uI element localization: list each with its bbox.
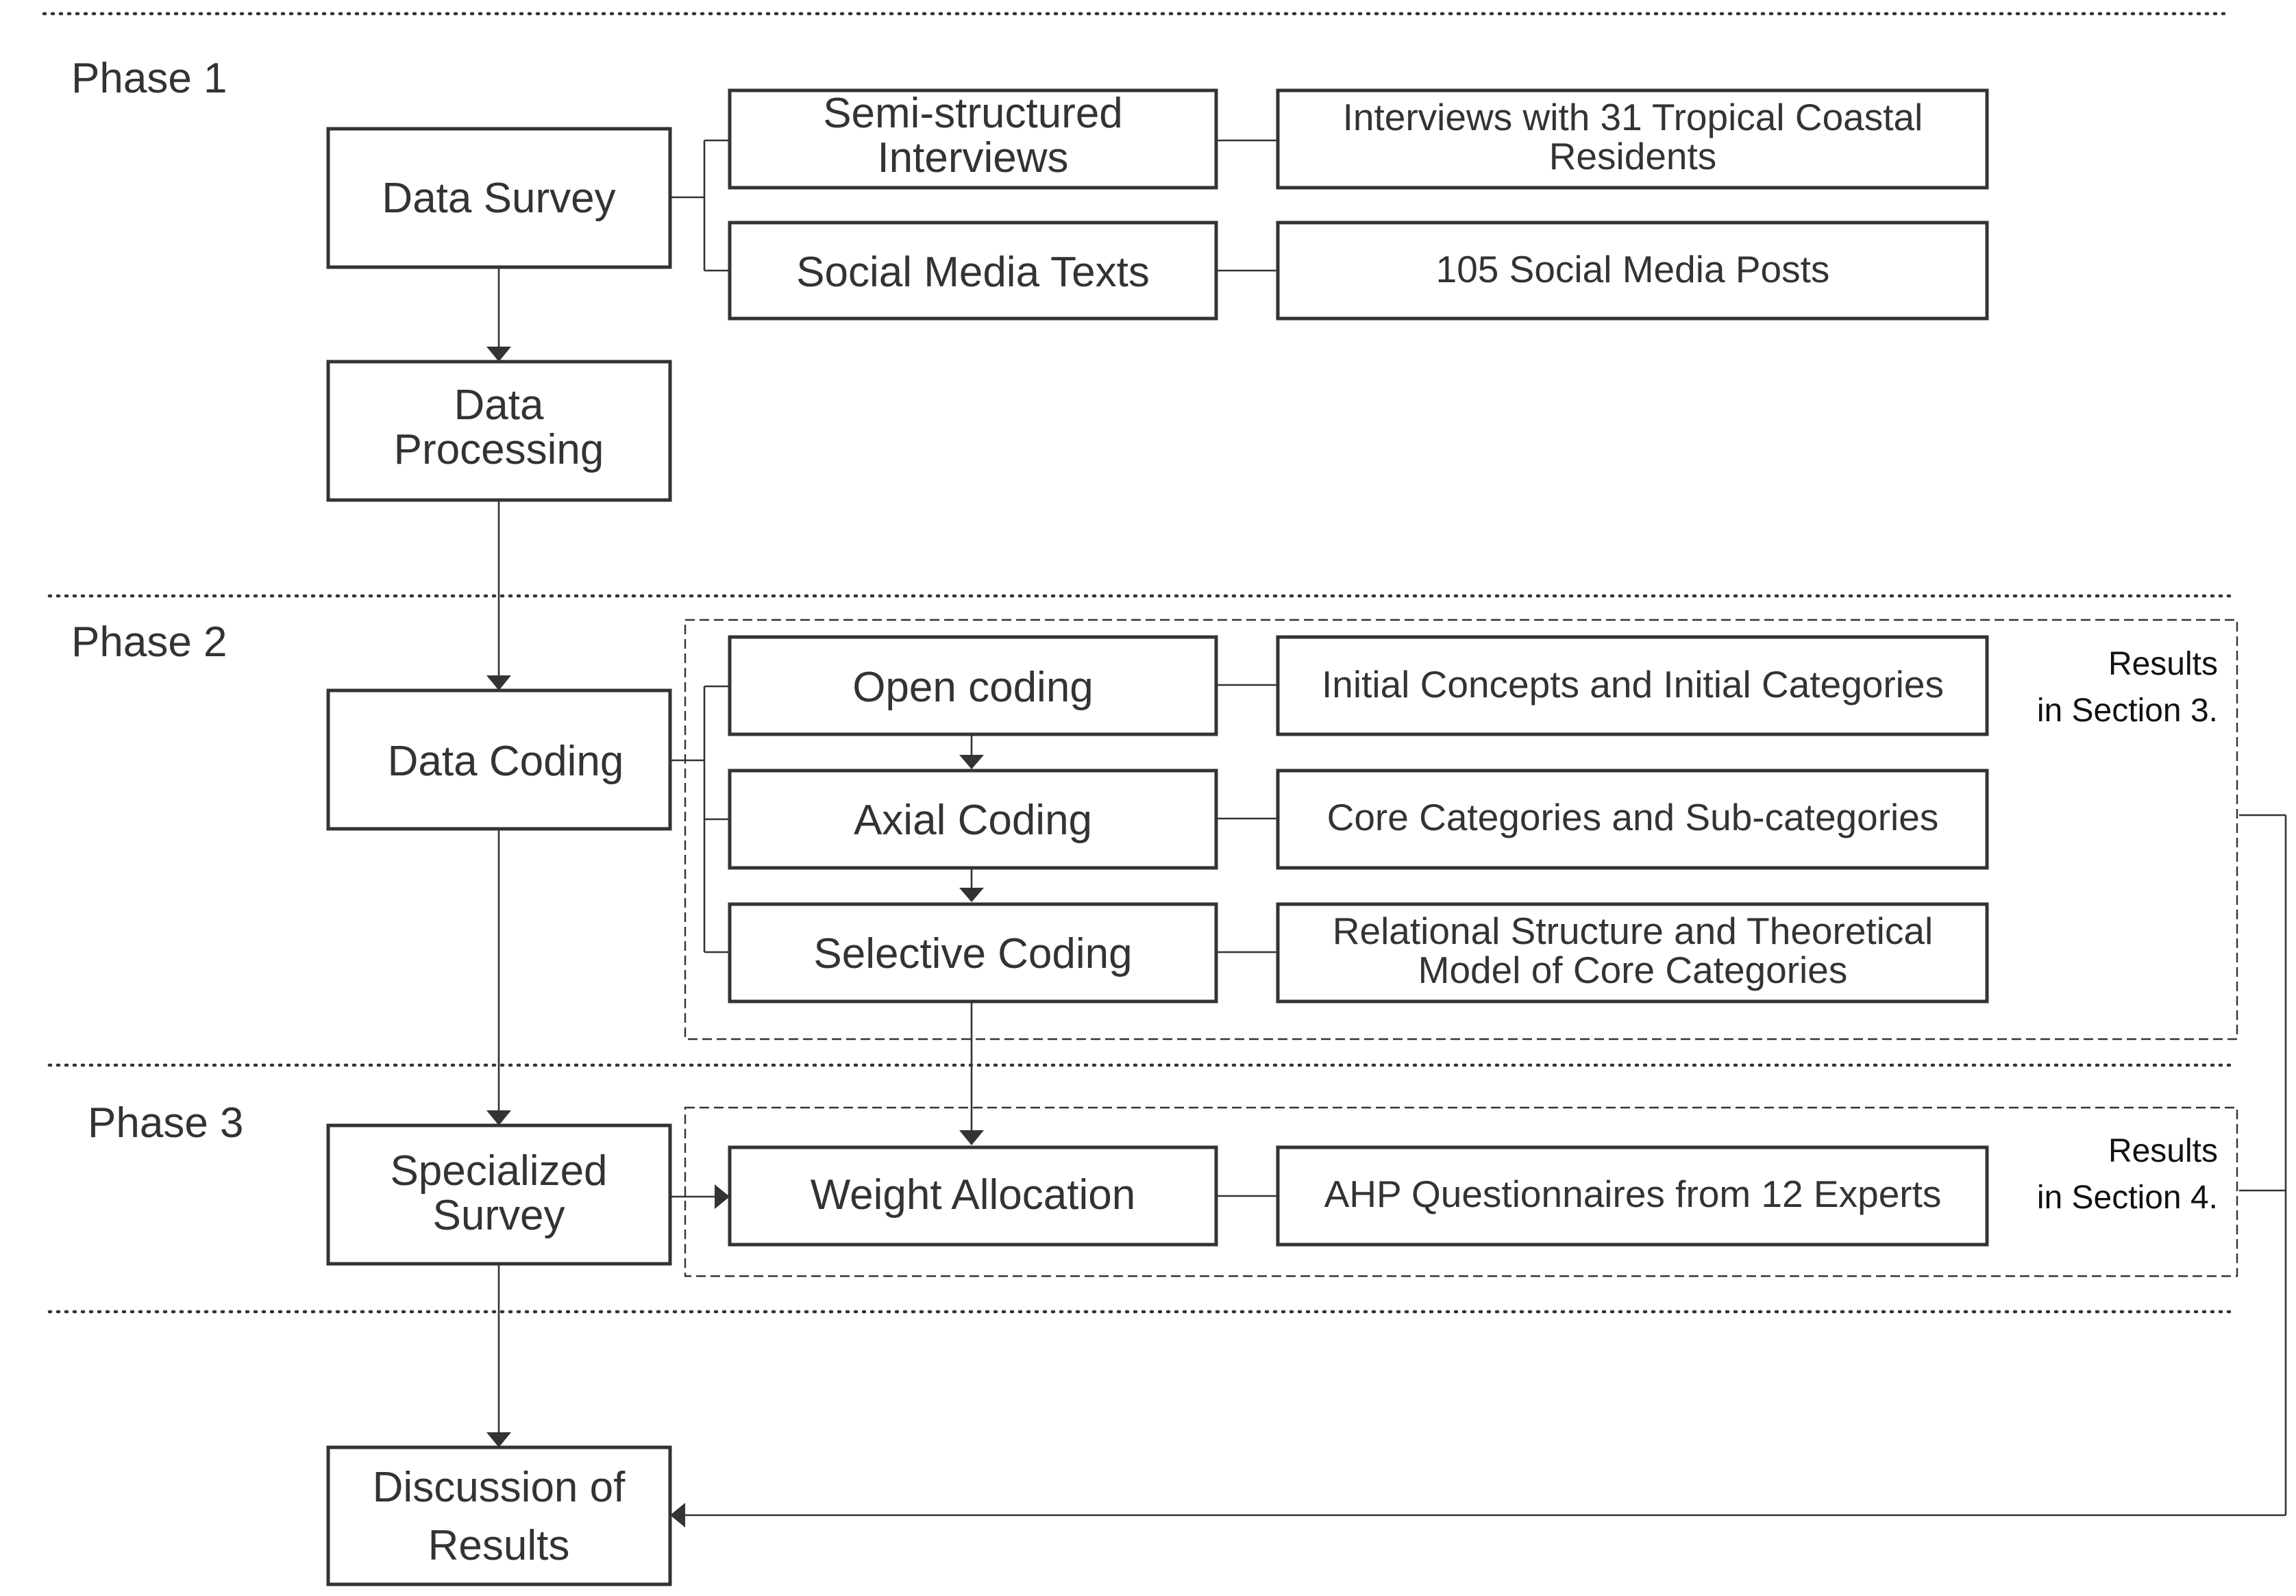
results-section-3-line1: Results <box>2108 646 2218 682</box>
data-survey-label: Data Survey <box>382 175 615 222</box>
initial-concepts-box: Initial Concepts and Initial Categories <box>1276 635 1989 736</box>
weight-allocation-label: Weight Allocation <box>811 1171 1135 1219</box>
results-section-4-region <box>684 1106 2238 1277</box>
selective-coding-label: Selective Coding <box>813 930 1132 977</box>
results-section-3-region <box>684 619 2238 1040</box>
social-media-posts-box: 105 Social Media Posts <box>1276 221 1989 321</box>
ahp-questionnaires-label: AHP Questionnaires from 12 Experts <box>1324 1173 1942 1215</box>
discussion-label-line1: Discussion of <box>373 1464 626 1511</box>
interviews-residents-box: Interviews with 31 Tropical Coastal Resi… <box>1276 88 1989 190</box>
weight-allocation-box: Weight Allocation <box>728 1145 1218 1247</box>
data-survey-box: Data Survey <box>326 127 672 269</box>
core-categories-box: Core Categories and Sub-categories <box>1276 769 1989 870</box>
interviews-residents-label-line1: Interviews with 31 Tropical Coastal <box>1343 96 1923 138</box>
interviews-residents-label-line2: Residents <box>1549 135 1717 177</box>
axial-coding-box: Axial Coding <box>728 769 1218 870</box>
relational-structure-box: Relational Structure and Theoretical Mod… <box>1276 902 1989 1003</box>
social-media-texts-box: Social Media Texts <box>728 221 1218 321</box>
arrowheads <box>486 347 984 1528</box>
connectors <box>497 139 2287 1517</box>
phase-1-label: Phase 1 <box>71 55 227 102</box>
specialized-survey-label-line1: Specialized <box>390 1147 607 1195</box>
phase-3-label: Phase 3 <box>88 1099 244 1147</box>
data-coding-label: Data Coding <box>388 738 624 785</box>
discussion-label-line2: Results <box>428 1522 570 1569</box>
results-section-4-line1: Results <box>2108 1133 2218 1169</box>
semi-structured-label-line1: Semi-structured <box>823 90 1123 137</box>
phase-2-label: Phase 2 <box>71 619 227 666</box>
discussion-of-results-box: Discussion of Results <box>326 1445 672 1586</box>
results-section-4-line2: in Section 4. <box>2037 1180 2218 1216</box>
open-coding-label: Open coding <box>852 664 1094 711</box>
social-media-posts-label: 105 Social Media Posts <box>1436 248 1830 290</box>
ahp-questionnaires-box: AHP Questionnaires from 12 Experts <box>1276 1145 1989 1247</box>
data-processing-label-line2: Processing <box>394 426 604 473</box>
relational-structure-label-line2: Model of Core Categories <box>1418 949 1848 991</box>
results-section-3-line2: in Section 3. <box>2037 693 2218 729</box>
selective-coding-box: Selective Coding <box>728 902 1218 1003</box>
data-processing-label-line1: Data <box>454 382 544 429</box>
data-coding-box: Data Coding <box>326 688 672 831</box>
data-processing-box: Data Processing <box>326 360 672 502</box>
semi-structured-interviews-box: Semi-structured Interviews <box>728 88 1218 190</box>
relational-structure-label-line1: Relational Structure and Theoretical <box>1333 910 1933 952</box>
open-coding-box: Open coding <box>728 635 1218 736</box>
initial-concepts-label: Initial Concepts and Initial Categories <box>1322 663 1944 706</box>
specialized-survey-label-line2: Survey <box>433 1192 565 1239</box>
semi-structured-label-line2: Interviews <box>877 134 1068 182</box>
core-categories-label: Core Categories and Sub-categories <box>1327 796 1939 838</box>
specialized-survey-box: Specialized Survey <box>326 1123 672 1266</box>
axial-coding-label: Axial Coding <box>854 797 1092 844</box>
social-media-texts-label: Social Media Texts <box>796 249 1150 296</box>
